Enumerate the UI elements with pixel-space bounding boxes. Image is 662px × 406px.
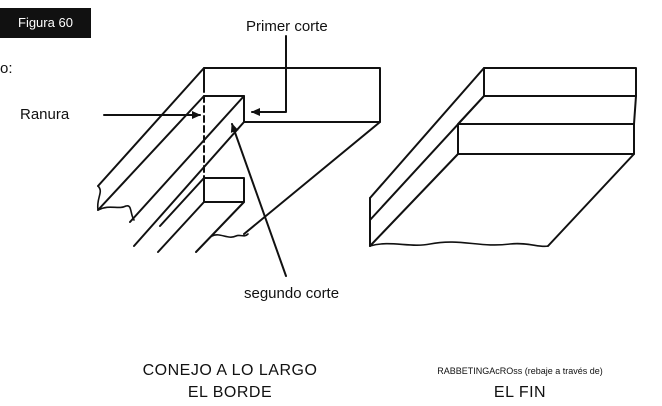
left-block-drawing: [96, 67, 381, 253]
label-segundo-corte: segundo corte: [244, 285, 340, 302]
label-primer-corte: Primer corte: [246, 18, 328, 35]
figure-label: Figura 60: [0, 8, 91, 38]
leader-lines: [103, 35, 287, 277]
cropped-text: o:: [0, 60, 13, 77]
caption-right-line2: EL FIN: [493, 384, 547, 401]
right-block-drawing: [369, 67, 637, 248]
caption-left-line1: CONEJO A LO LARGO: [142, 362, 318, 379]
caption-left-line2: EL BORDE: [187, 384, 273, 401]
caption-right-line1: RABBETINGAcROss (rebaje a través de): [437, 366, 603, 376]
label-ranura: Ranura: [20, 106, 70, 123]
